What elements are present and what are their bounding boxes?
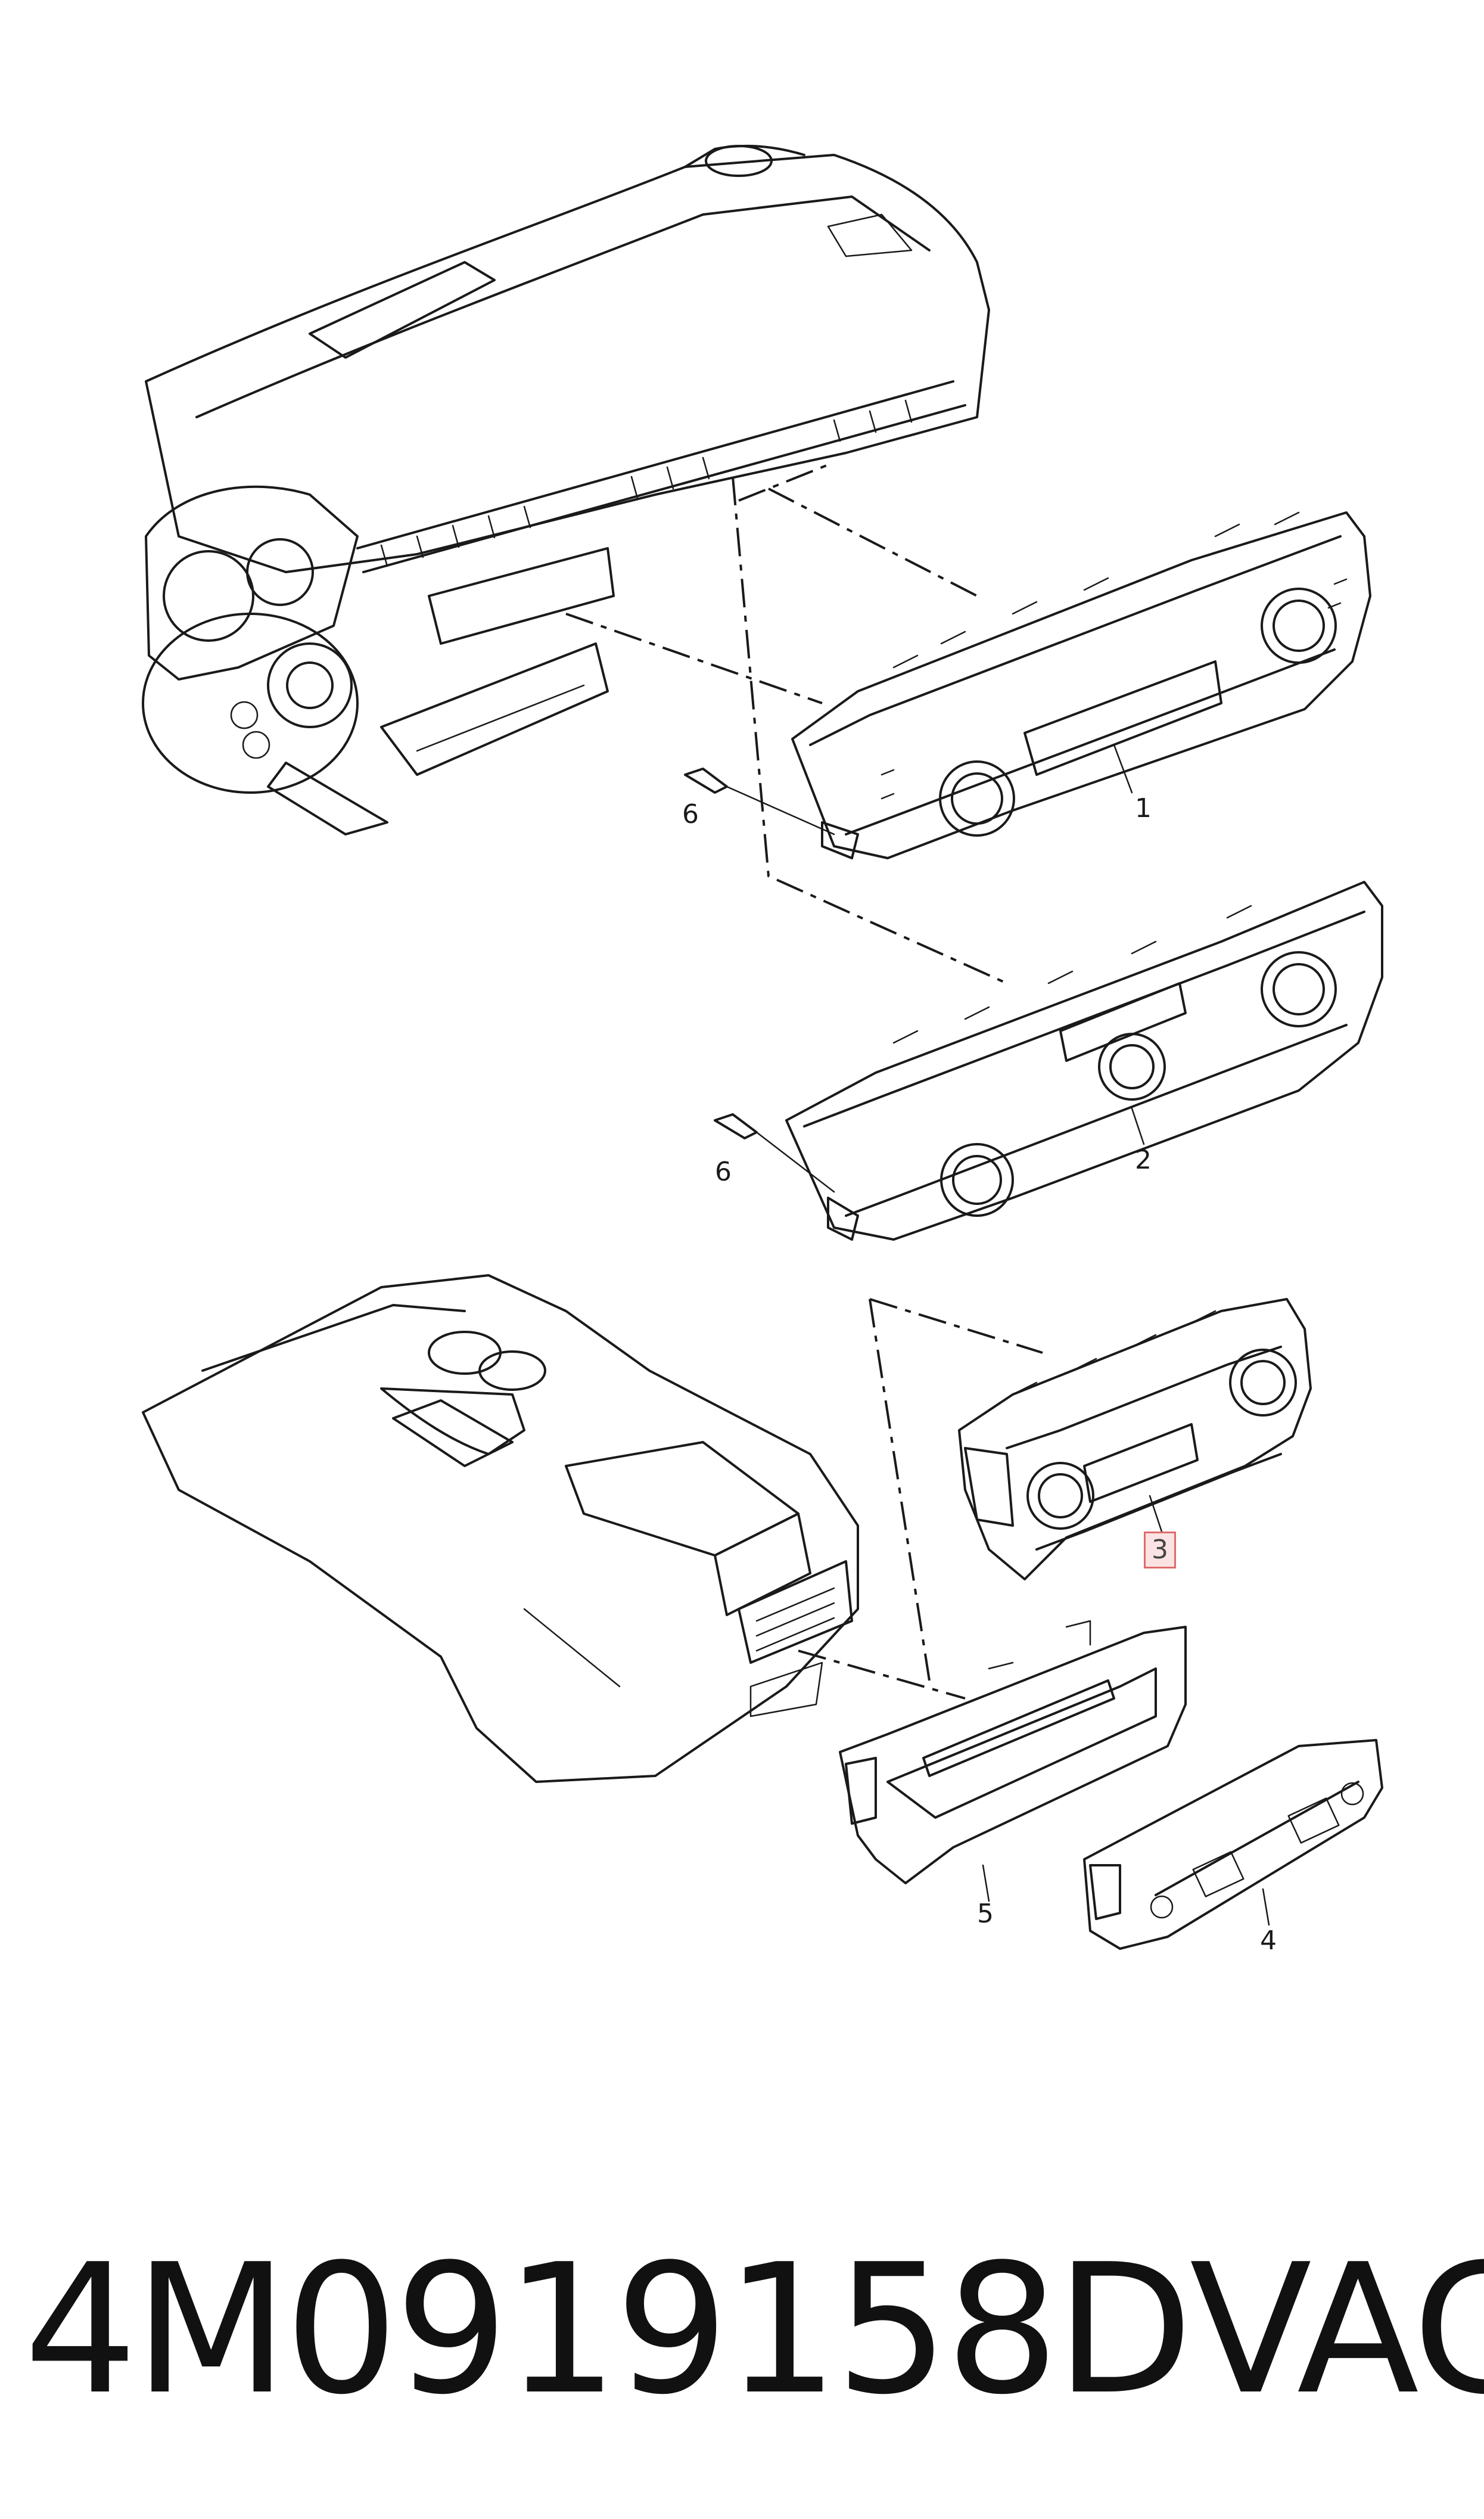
climate-control-unit-3 <box>958 1298 1312 1580</box>
part-5-bezel <box>839 1620 1187 1902</box>
part-number: 4M0919158D <box>24 2226 1193 2434</box>
brand-label: VAG <box>1189 2226 1484 2434</box>
dashboard-illustration <box>142 144 990 835</box>
callout-2: 2 <box>1135 1145 1152 1175</box>
climate-control-unit-1 <box>684 511 1371 859</box>
callout-1: 1 <box>1135 793 1152 824</box>
callout-3-highlighted[interactable]: 3 <box>1144 1532 1176 1568</box>
callout-6-upper: 6 <box>682 799 699 830</box>
part-caption: 4M0919158D VAG <box>24 2226 1484 2434</box>
callout-5: 5 <box>977 1899 994 1929</box>
part-4-rear-panel <box>1083 1739 1383 1950</box>
center-console-illustration <box>142 1274 859 1783</box>
callout-4: 4 <box>1260 1925 1277 1956</box>
callout-6-lower: 6 <box>715 1157 732 1187</box>
climate-control-unit-2 <box>714 881 1383 1241</box>
